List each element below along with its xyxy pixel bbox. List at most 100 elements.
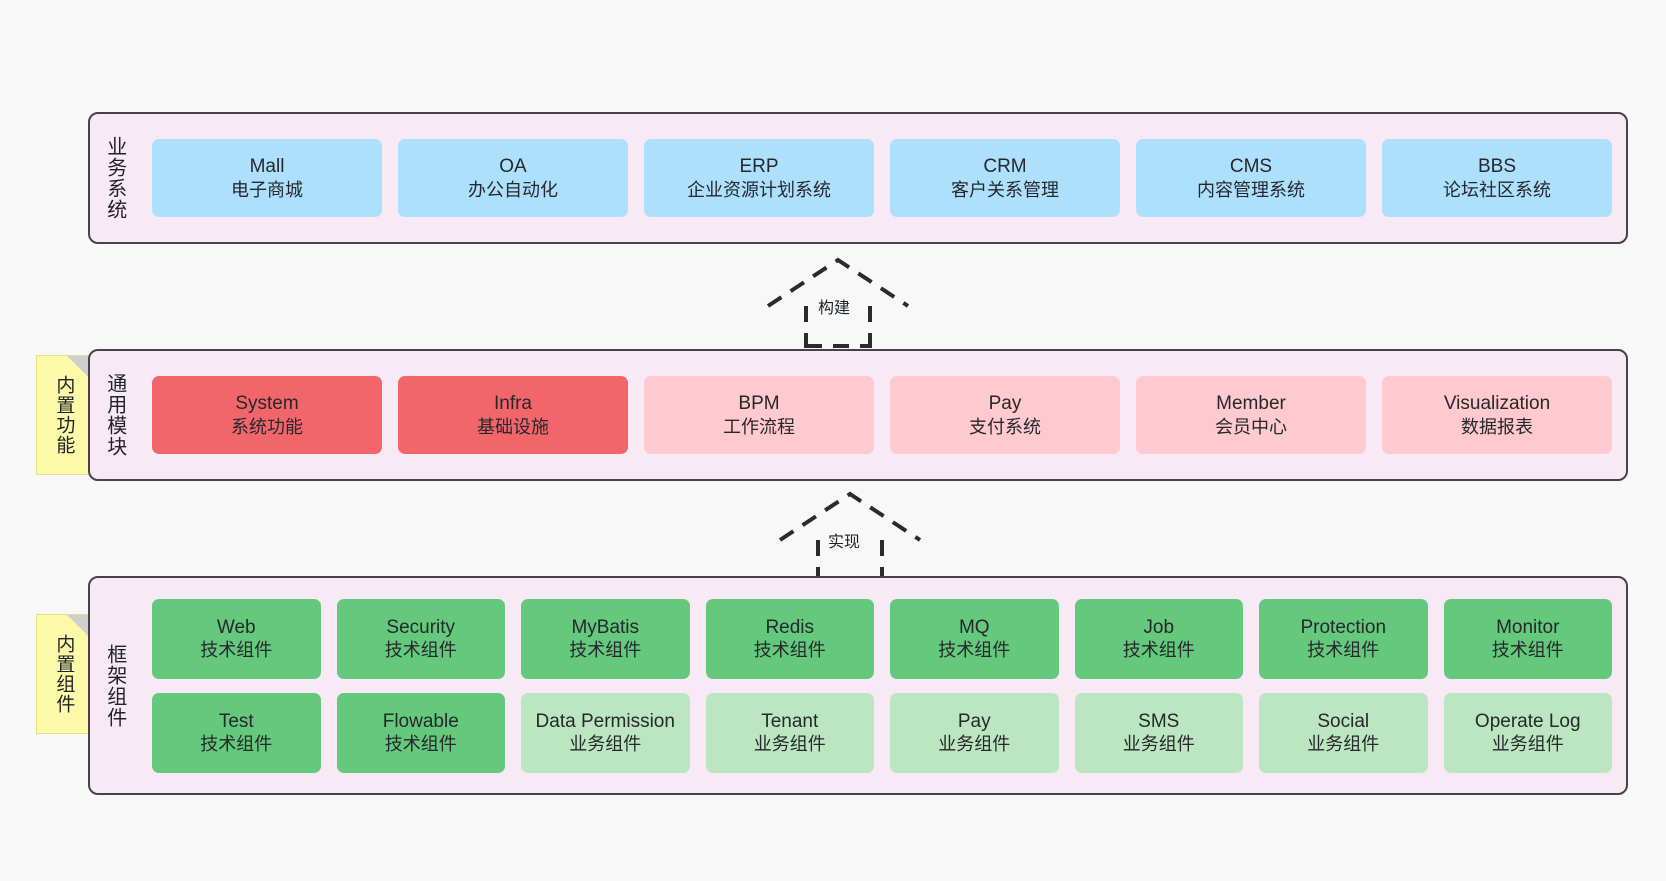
card-sms[interactable]: SMS 业务组件 [1074,692,1243,773]
layer-business-system-title: 业务系统 [103,136,126,220]
card-bbs[interactable]: BBS 论坛社区系统 [1382,139,1612,217]
card-system-desc: 系统功能 [231,416,303,437]
layer-business-system: 业务系统 Mall 电子商城 OA 办公自动化 ERP 企业资源计划系统 CRM… [88,112,1628,244]
card-monitor-name: Monitor [1496,616,1560,638]
card-tenant-desc: 业务组件 [753,734,826,755]
layer-common-module: 通用模块 System 系统功能 Infra 基础设施 BPM 工作流程 Pay… [88,349,1628,481]
card-monitor[interactable]: Monitor 技术组件 [1443,598,1612,679]
card-test-desc: 技术组件 [200,734,273,755]
card-infra-desc: 基础设施 [477,416,549,437]
note-builtin-function-text: 内置功能 [53,375,75,455]
card-social-desc: 业务组件 [1307,734,1380,755]
note-fold-corner-icon [67,356,89,378]
card-visualization[interactable]: Visualization 数据报表 [1382,376,1612,454]
card-system-name: System [235,393,299,415]
card-test[interactable]: Test 技术组件 [152,692,321,773]
card-monitor-desc: 技术组件 [1491,640,1564,661]
card-flowable-name: Flowable [382,710,459,732]
card-security[interactable]: Security 技术组件 [336,598,505,679]
connector-build-label: 构建 [815,294,854,318]
card-pay-module[interactable]: Pay 支付系统 [890,376,1120,454]
implement-arrowhead-icon [778,491,922,542]
card-erp[interactable]: ERP 企业资源计划系统 [644,139,874,217]
card-mall-desc: 电子商城 [231,179,303,200]
layer-common-module-title: 通用模块 [103,373,126,457]
card-mq-desc: 技术组件 [938,640,1011,661]
card-mybatis-desc: 技术组件 [569,640,642,661]
card-job-desc: 技术组件 [1122,640,1195,661]
card-pay-module-desc: 支付系统 [969,416,1041,437]
card-bpm[interactable]: BPM 工作流程 [644,376,874,454]
card-bbs-name: BBS [1477,156,1517,178]
card-pay-module-name: Pay [988,393,1022,415]
card-crm[interactable]: CRM 客户关系管理 [890,139,1120,217]
card-member-desc: 会员中心 [1215,416,1287,437]
card-cms[interactable]: CMS 内容管理系统 [1136,139,1366,217]
card-security-name: Security [386,616,456,638]
card-system[interactable]: System 系统功能 [152,376,382,454]
card-flowable[interactable]: Flowable 技术组件 [336,692,505,773]
card-oa-name: OA [499,156,527,178]
card-operate-log[interactable]: Operate Log 业务组件 [1443,692,1612,773]
note-builtin-component-text: 内置组件 [53,634,75,714]
card-data-permission[interactable]: Data Permission 业务组件 [521,692,690,773]
card-sms-desc: 业务组件 [1122,734,1195,755]
card-mybatis[interactable]: MyBatis 技术组件 [521,598,690,679]
card-flowable-desc: 技术组件 [384,734,457,755]
card-protection-name: Protection [1300,616,1387,638]
card-bpm-desc: 工作流程 [723,416,795,437]
layer-common-module-body: System 系统功能 Infra 基础设施 BPM 工作流程 Pay 支付系统… [138,351,1626,479]
card-web[interactable]: Web 技术组件 [152,598,321,679]
common-card-row: System 系统功能 Infra 基础设施 BPM 工作流程 Pay 支付系统… [152,376,1612,454]
card-social-name: Social [1317,710,1370,732]
card-infra-name: Infra [493,393,533,415]
card-operate-log-name: Operate Log [1474,710,1581,732]
card-web-desc: 技术组件 [200,640,273,661]
layer-framework-component: 框架组件 Web 技术组件 Security 技术组件 MyBatis 技术组件… [88,576,1628,795]
card-mall-name: Mall [249,156,285,178]
framework-tech-row: Web 技术组件 Security 技术组件 MyBatis 技术组件 Redi… [152,598,1612,679]
card-erp-desc: 企业资源计划系统 [687,179,831,200]
card-job-name: Job [1143,616,1175,638]
layer-business-system-body: Mall 电子商城 OA 办公自动化 ERP 企业资源计划系统 CRM 客户关系… [138,114,1626,242]
card-erp-name: ERP [739,156,779,178]
card-bbs-desc: 论坛社区系统 [1443,179,1551,200]
build-arrowhead-icon [766,257,910,308]
card-security-desc: 技术组件 [384,640,457,661]
card-oa[interactable]: OA 办公自动化 [398,139,628,217]
card-sms-name: SMS [1138,710,1180,732]
note-fold-corner-icon [67,615,89,637]
framework-business-row: Test 技术组件 Flowable 技术组件 Data Permission … [152,692,1612,773]
card-social[interactable]: Social 业务组件 [1259,692,1428,773]
card-redis[interactable]: Redis 技术组件 [705,598,874,679]
card-oa-desc: 办公自动化 [468,179,558,200]
card-protection-desc: 技术组件 [1307,640,1380,661]
note-builtin-function: 内置功能 [36,355,90,475]
connector-implement-label: 实现 [825,528,864,552]
card-bpm-name: BPM [738,393,780,415]
card-pay-component-name: Pay [957,710,991,732]
card-visualization-name: Visualization [1443,393,1551,415]
card-pay-component[interactable]: Pay 业务组件 [890,692,1059,773]
card-web-name: Web [216,616,256,638]
card-member-name: Member [1216,393,1286,415]
card-tenant-name: Tenant [761,710,819,732]
card-mybatis-name: MyBatis [571,616,640,638]
card-tenant[interactable]: Tenant 业务组件 [705,692,874,773]
card-mq[interactable]: MQ 技术组件 [890,598,1059,679]
card-test-name: Test [218,710,254,732]
card-visualization-desc: 数据报表 [1461,416,1533,437]
card-cms-name: CMS [1229,156,1273,178]
layer-framework-component-body: Web 技术组件 Security 技术组件 MyBatis 技术组件 Redi… [138,578,1626,793]
card-protection[interactable]: Protection 技术组件 [1259,598,1428,679]
card-infra[interactable]: Infra 基础设施 [398,376,628,454]
card-job[interactable]: Job 技术组件 [1074,598,1243,679]
card-redis-name: Redis [765,616,815,638]
card-data-permission-name: Data Permission [535,710,675,732]
card-cms-desc: 内容管理系统 [1197,179,1305,200]
card-member[interactable]: Member 会员中心 [1136,376,1366,454]
card-crm-desc: 客户关系管理 [951,179,1059,200]
card-mall[interactable]: Mall 电子商城 [152,139,382,217]
card-redis-desc: 技术组件 [753,640,826,661]
